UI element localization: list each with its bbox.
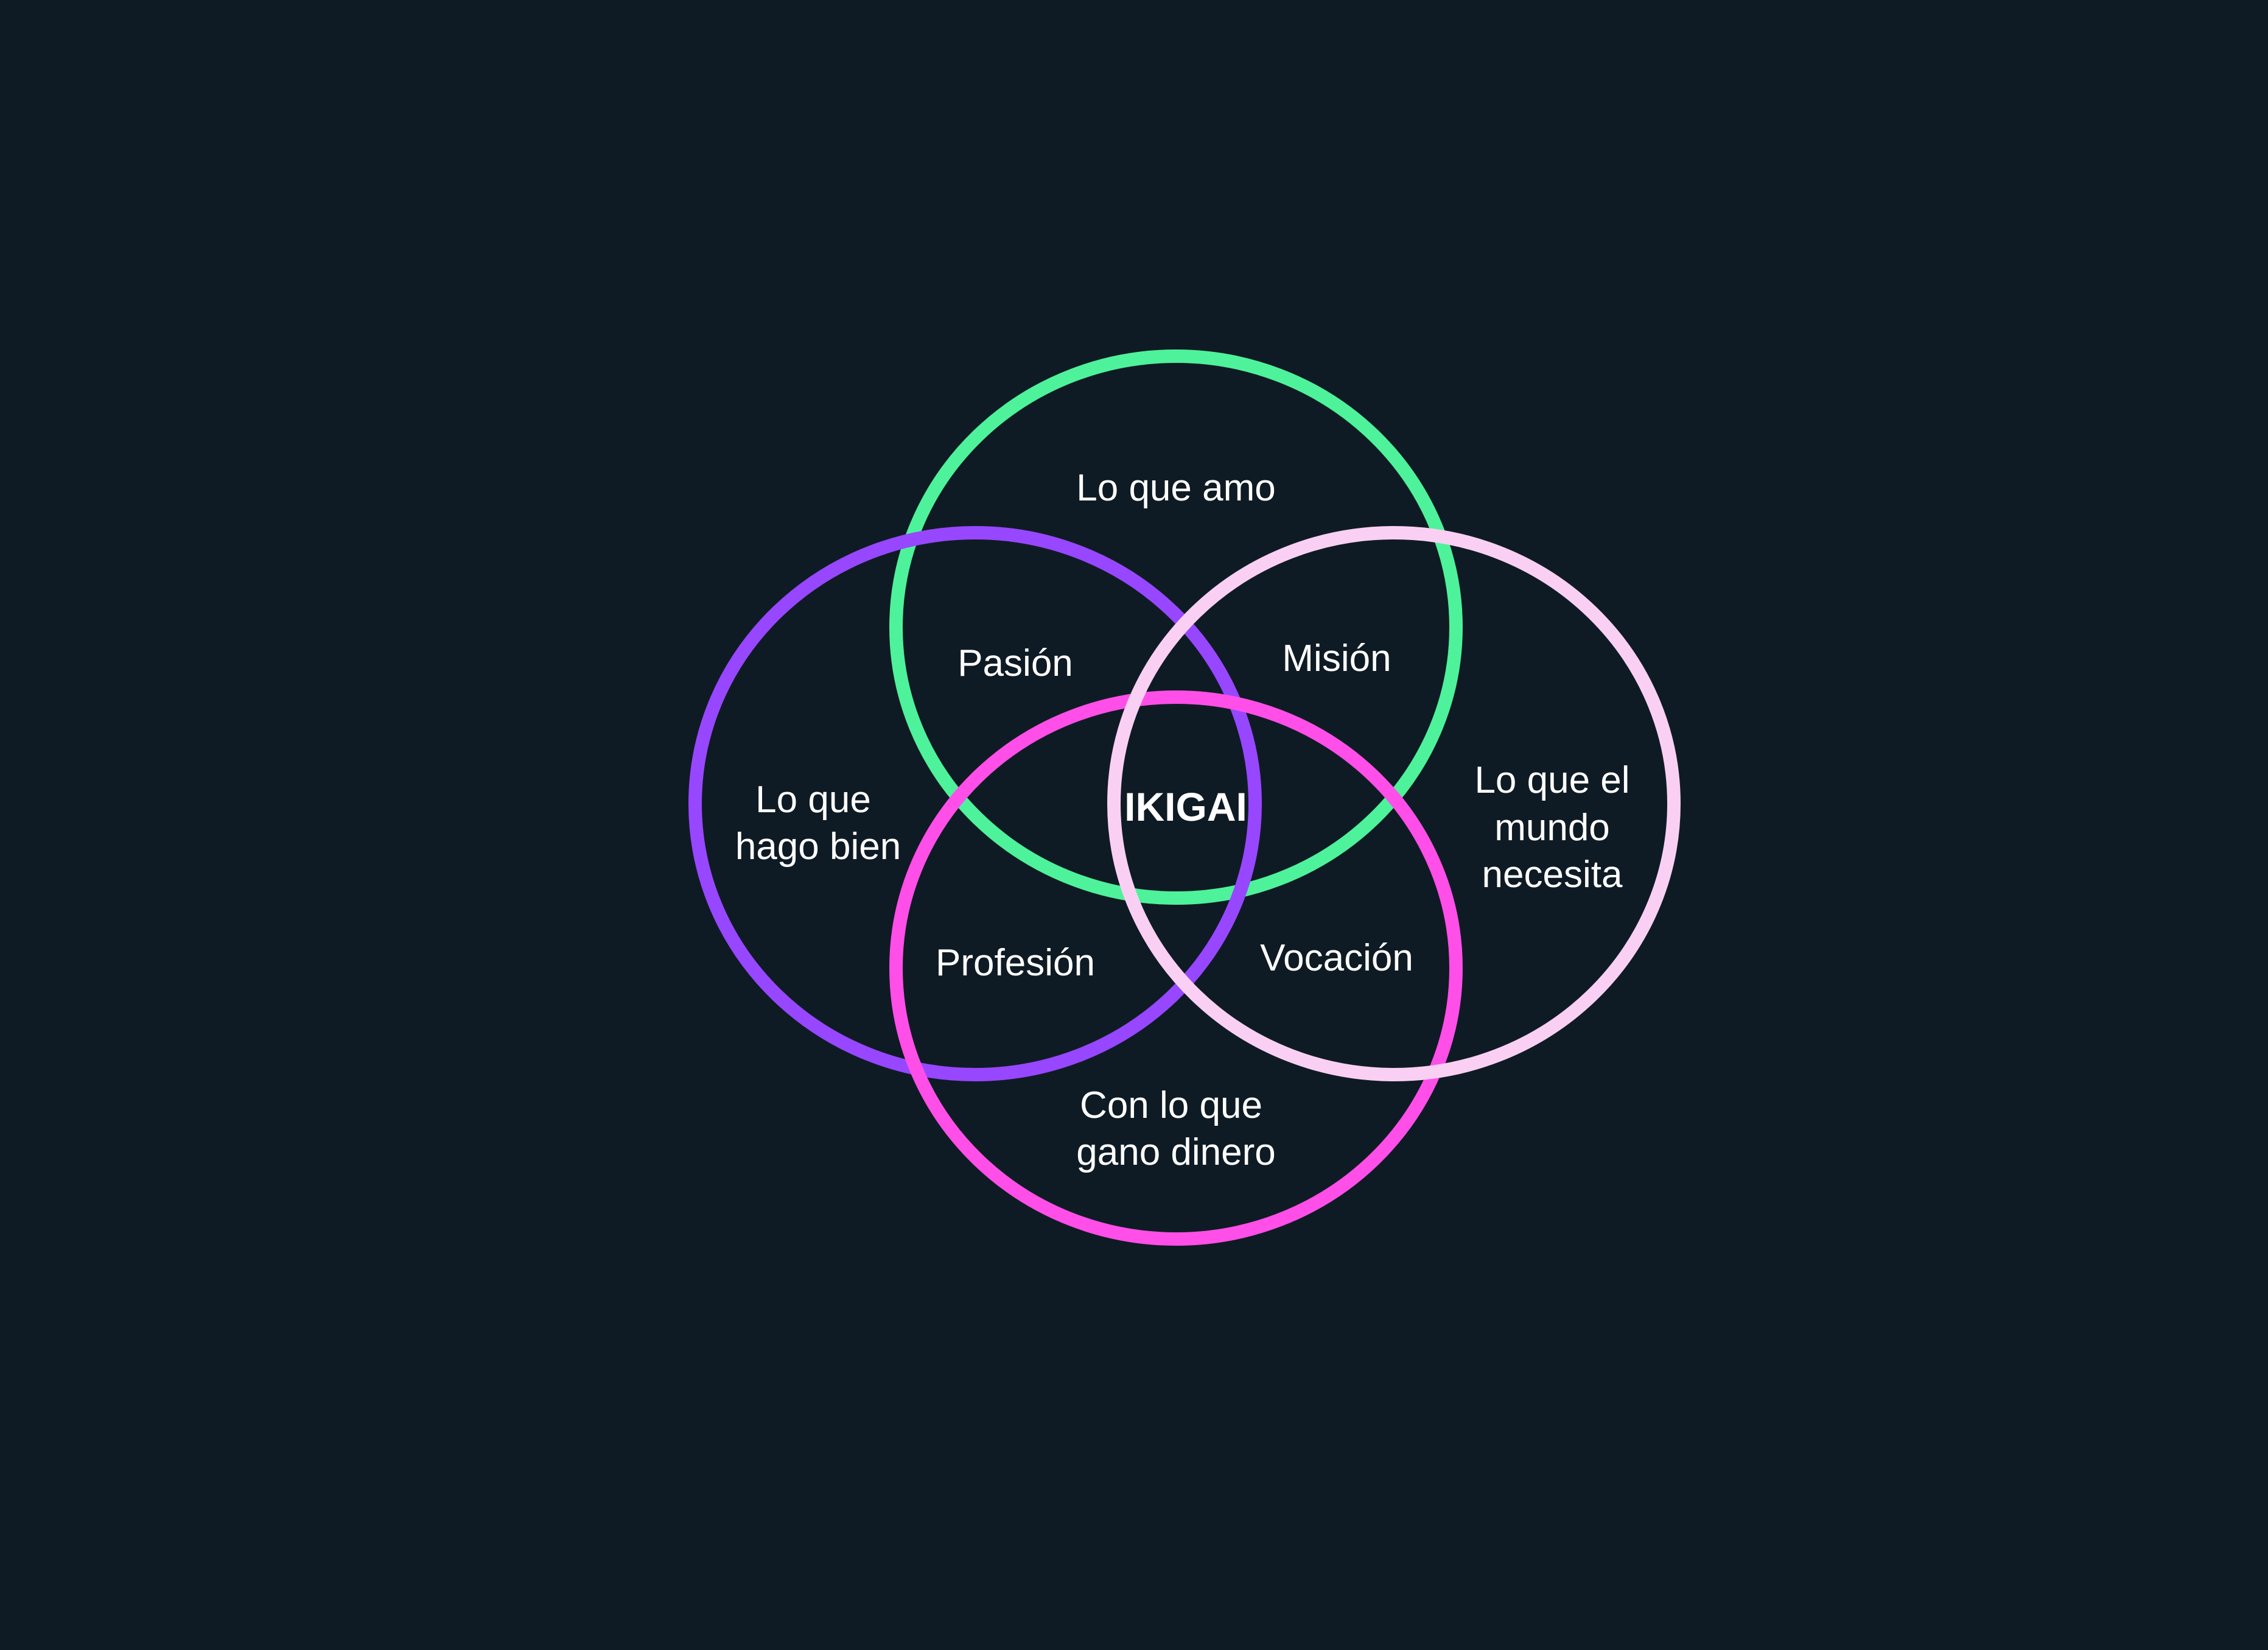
label-profesion: Profesión [936, 942, 1095, 984]
circle-con-lo-que-gano-dinero [889, 690, 1463, 1246]
label-ikigai: IKIGAI [1124, 784, 1247, 829]
label-vocacion: Vocación [1260, 937, 1413, 979]
circle-lo-que-amo [889, 349, 1463, 905]
label-lo-que-el-mundo-necesita-line1: Lo que el [1474, 759, 1629, 801]
label-con-lo-que-gano-dinero-line1: Con lo que [1080, 1084, 1262, 1126]
label-pasion: Pasión [957, 642, 1073, 684]
circle-lo-que-el-mundo-necesita [1107, 526, 1681, 1081]
label-lo-que-amo: Lo que amo [1076, 467, 1275, 509]
label-con-lo-que-gano-dinero-line2: gano dinero [1076, 1131, 1276, 1173]
circle-lo-que-hago-bien [688, 526, 1262, 1081]
label-lo-que-el-mundo-necesita-line2: mundo [1494, 807, 1610, 849]
label-lo-que-hago-bien-line1: Lo que [755, 779, 871, 821]
label-lo-que-el-mundo-necesita-line3: necesita [1482, 854, 1623, 896]
label-lo-que-hago-bien-line2: hago bien [735, 826, 901, 868]
label-mision: Misión [1282, 637, 1391, 679]
